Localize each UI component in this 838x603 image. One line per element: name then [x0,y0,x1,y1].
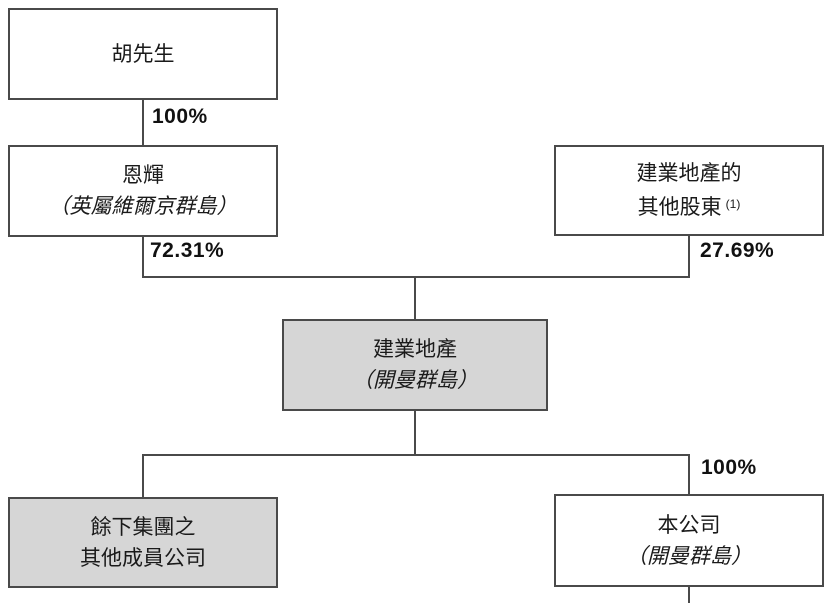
node-other-shareholders-text: 其他股東 [637,196,722,219]
ownership-pct-jianye-to-company: 100% [701,456,757,479]
node-jianye: 建業地產 （開曼群島） [282,319,548,411]
connector-company-continues [688,587,690,603]
node-enhui-jurisdiction: （英屬維爾京群島） [48,195,238,218]
node-company-jurisdiction: （開曼群島） [626,544,752,568]
node-mr-hu-label: 胡先生 [111,42,175,66]
connector-split-bar-bottom [142,454,690,456]
node-company: 本公司 （開曼群島） [554,494,824,587]
connector-jianye-drop [414,411,416,456]
connector-hu-to-enhui [142,100,144,145]
node-jianye-name: 建業地產 [373,338,457,361]
connector-to-jianye [414,278,416,320]
ownership-pct-others-to-jianye: 27.69% [700,239,775,262]
ownership-pct-hu-to-enhui: 100% [152,105,208,128]
node-jianye-jurisdiction: （開曼群島） [352,369,478,392]
node-enhui: 恩輝 （英屬維爾京群島） [8,145,278,237]
connector-others-drop [688,236,690,278]
connector-enhui-drop [142,237,144,278]
node-remaining-group: 餘下集團之 其他成員公司 [8,497,278,588]
node-remaining-group-line1: 餘下集團之 [90,515,196,539]
node-other-shareholders-line1: 建業地產的 [636,162,742,185]
node-company-name: 本公司 [657,513,721,537]
footnote-marker: (1) [725,197,741,211]
node-other-shareholders: 建業地產的 其他股東(1) [554,145,824,236]
ownership-pct-enhui-to-jianye: 72.31% [150,239,225,262]
node-enhui-name: 恩輝 [122,164,164,187]
connector-to-company [688,456,690,494]
connector-merge-bar-top [142,276,690,278]
node-other-shareholders-line2: 其他股東(1) [638,189,741,223]
node-mr-hu: 胡先生 [8,8,278,100]
node-remaining-group-line2: 其他成員公司 [80,546,206,570]
connector-to-remaining-group [142,456,144,497]
